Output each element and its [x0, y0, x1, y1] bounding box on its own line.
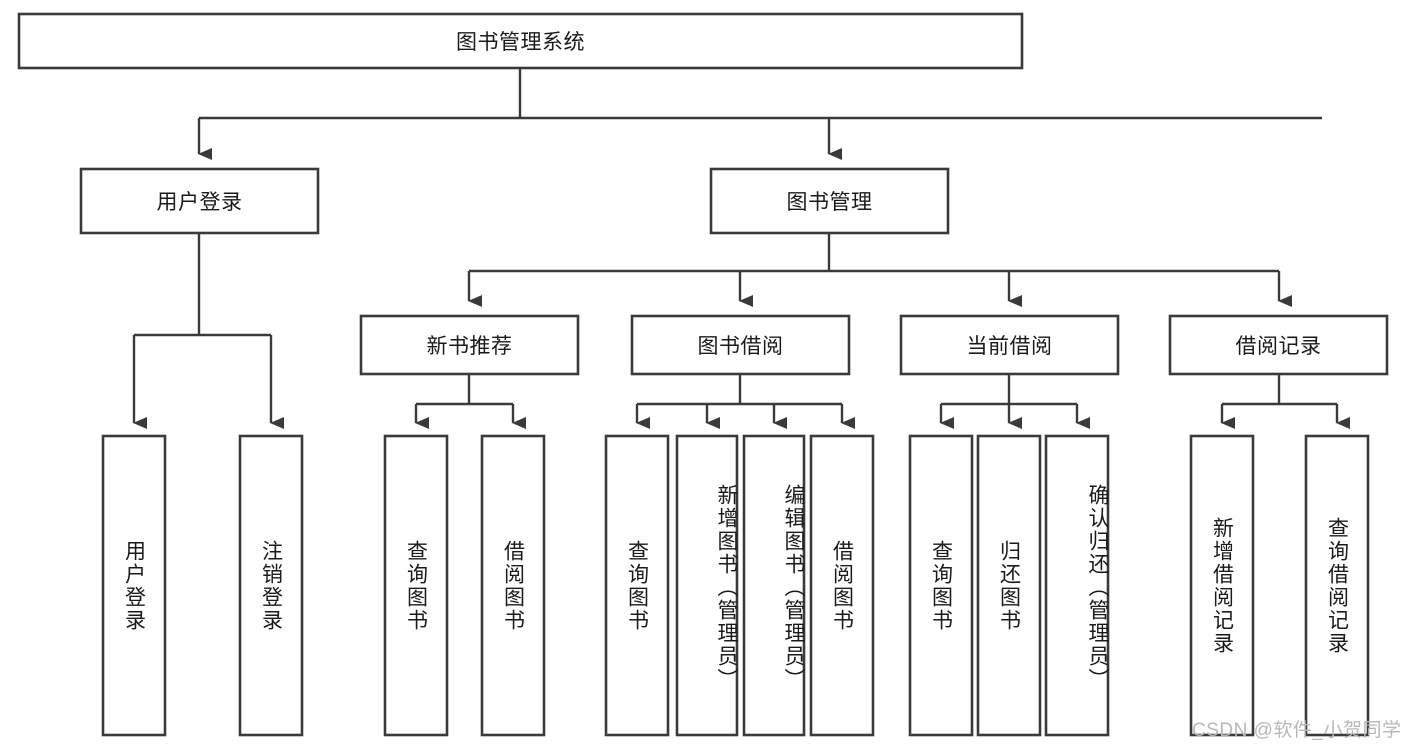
- node-box-book-management[interactable]: [709, 167, 950, 235]
- node-box-user-login[interactable]: [79, 167, 320, 235]
- node-box-book-borrow[interactable]: [630, 314, 851, 376]
- node-box-leaf-add-book[interactable]: [675, 434, 739, 737]
- node-box-leaf-query-book-2[interactable]: [604, 434, 670, 737]
- node-box-leaf-query-book-3[interactable]: [908, 434, 974, 737]
- connector-root-to-level1: [197, 68, 1322, 160]
- node-box-leaf-borrow-book-1[interactable]: [480, 434, 546, 737]
- node-box-leaf-query-record[interactable]: [1304, 434, 1370, 737]
- node-box-leaf-logout[interactable]: [238, 434, 304, 737]
- connector-currentborrow-to-leaves: [939, 374, 1090, 429]
- node-box-root[interactable]: [17, 12, 1024, 70]
- connector-bookmgmt-to-level2: [467, 233, 1292, 307]
- connector-borrowrecord-to-leaves: [1220, 374, 1350, 429]
- connector-bookborrow-to-leaves: [635, 374, 855, 429]
- node-box-leaf-edit-book[interactable]: [742, 434, 806, 737]
- connector-newbook-to-leaves: [414, 374, 526, 429]
- node-box-leaf-return-book[interactable]: [976, 434, 1042, 737]
- node-box-leaf-borrow-book-2[interactable]: [809, 434, 875, 737]
- connector-userlogin-to-leaves: [132, 233, 284, 429]
- node-box-borrow-record[interactable]: [1168, 314, 1389, 376]
- node-box-leaf-query-book-1[interactable]: [383, 434, 449, 737]
- node-box-new-book-recommend[interactable]: [359, 314, 580, 376]
- node-box-leaf-user-login[interactable]: [101, 434, 167, 737]
- node-box-leaf-add-record[interactable]: [1189, 434, 1255, 737]
- node-box-current-borrow[interactable]: [899, 314, 1120, 376]
- node-box-leaf-confirm-return[interactable]: [1044, 434, 1110, 737]
- watermark-text: CSDN @软件_小贺同学: [1192, 720, 1402, 741]
